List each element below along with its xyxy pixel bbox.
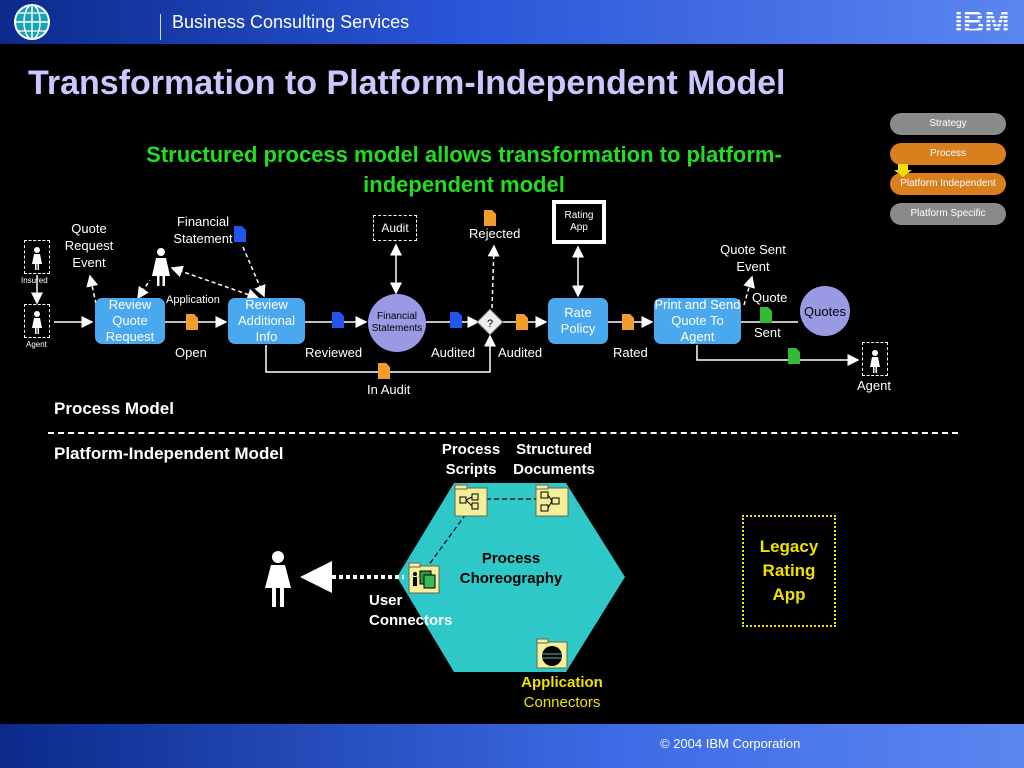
globe-icon — [14, 4, 50, 40]
person-icon — [32, 247, 880, 607]
state-audited-2: Audited — [498, 345, 543, 360]
doc-financial-statement: Financial Statement — [173, 214, 233, 246]
insured-frame — [24, 240, 50, 274]
decision-diamond-icon: ? — [476, 308, 504, 336]
doc-quote: Quote — [752, 290, 788, 305]
footer-bar: © 2004 IBM Corporation — [0, 724, 1024, 768]
pim-application-label: Application — [521, 674, 603, 691]
quote-request-event: Quote Request Event — [64, 221, 114, 270]
state-open: Open — [175, 345, 207, 360]
agent-right-frame — [862, 342, 888, 376]
activity-review-additional-info[interactable]: Review Additional Info — [228, 297, 305, 344]
agent-left-frame — [24, 304, 50, 338]
pim-process-choreography: Process Choreography — [459, 550, 563, 587]
rating-app-label: Rating App — [556, 204, 602, 240]
activity-print-send-quote[interactable]: Print and Send Quote To Agent — [654, 297, 741, 344]
level-strategy[interactable]: Strategy — [890, 113, 1006, 135]
svg-text:IBM: IBM — [955, 6, 1010, 38]
section-process-model: Process Model — [54, 399, 174, 418]
section-divider — [48, 432, 958, 434]
header-title: Business Consulting Services — [172, 12, 410, 32]
document-icon — [186, 210, 800, 379]
store-quotes[interactable]: Quotes — [800, 286, 850, 336]
legacy-rating-app[interactable]: Legacy Rating App — [742, 515, 836, 627]
level-platform-independent[interactable]: Platform Independent — [890, 173, 1006, 195]
pim-structured-documents: Structured Documents — [513, 441, 595, 478]
pim-process-scripts: Process Scripts — [441, 441, 501, 478]
rating-app-box[interactable]: Rating App — [552, 200, 606, 244]
section-platform-independent-model: Platform-Independent Model — [54, 444, 284, 463]
subtitle: Structured process model allows transfor… — [146, 142, 782, 197]
doc-application: Application — [166, 294, 220, 306]
actor-agent-left: Agent — [26, 340, 47, 349]
level-platform-specific[interactable]: Platform Specific — [890, 203, 1006, 225]
state-sent: Sent — [754, 325, 781, 340]
database-icon — [542, 646, 562, 666]
audit-box[interactable]: Audit — [373, 215, 417, 241]
pim-connectors-label: Connectors — [523, 694, 601, 711]
activity-rate-policy[interactable]: Rate Policy — [548, 298, 608, 344]
level-process[interactable]: Process — [890, 143, 1006, 165]
page-title: Transformation to Platform-Independent M… — [28, 64, 786, 102]
actor-insured: Insured — [21, 276, 48, 285]
store-financial-statements[interactable]: Financial Statements — [368, 294, 426, 352]
activity-review-quote-request[interactable]: Review Quote Request — [95, 297, 165, 344]
actor-agent-right: Agent — [857, 378, 891, 393]
copyright: © 2004 IBM Corporation — [660, 736, 801, 751]
state-in-audit: In Audit — [367, 382, 411, 397]
state-rated: Rated — [613, 345, 648, 360]
state-reviewed: Reviewed — [305, 345, 363, 360]
doc-rejected: Rejected — [469, 226, 521, 241]
state-audited-1: Audited — [431, 345, 476, 360]
svg-text:?: ? — [487, 318, 493, 330]
folder-icon — [408, 484, 569, 669]
pim-user-connectors: User Connectors — [369, 592, 453, 629]
quote-sent-event: Quote Sent Event — [720, 242, 786, 274]
header-separator — [160, 14, 161, 40]
ibm-logo: IBM — [955, 6, 1010, 38]
header-bar: Business Consulting Services IBM — [0, 0, 1024, 44]
level-indicator-arrow — [894, 164, 912, 177]
